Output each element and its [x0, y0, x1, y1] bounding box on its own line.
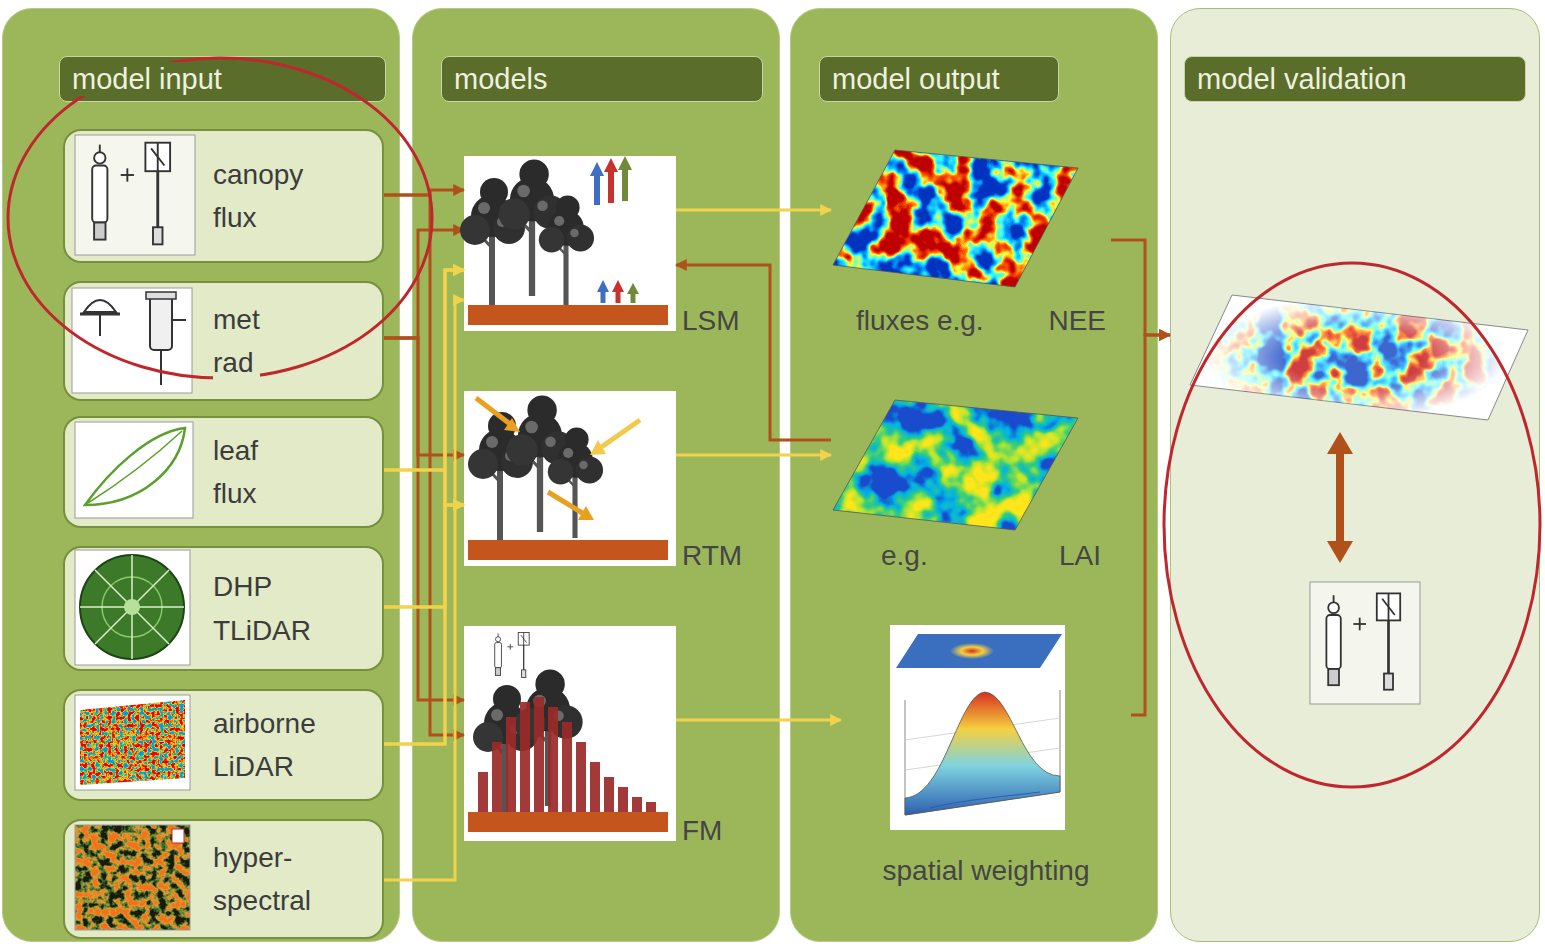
label-holder: RTM [682, 540, 742, 572]
column-title: models [454, 62, 548, 97]
column-title: model input [72, 62, 222, 97]
column-panel: model validation [1170, 8, 1540, 942]
output-map: fluxes e.g. NEE [831, 146, 1111, 341]
input-box: met rad [63, 281, 384, 401]
input-label: hyper- spectral [213, 836, 311, 923]
output-label: NEE [1048, 305, 1106, 337]
label-holder: LSM [682, 305, 740, 337]
column-panel: model output fluxes e.g. NEE e.g. LAI spatial… [790, 8, 1158, 942]
label-holder: FM [682, 815, 722, 847]
input-box: airborne LiDAR [63, 689, 384, 801]
output-label: spatial weighting [882, 855, 1089, 887]
header-bar: model validation [1184, 56, 1526, 102]
model-label: FM [682, 815, 722, 846]
output-label: e.g. [881, 540, 928, 572]
column-panel: modelsLSM RTM FM [412, 8, 780, 942]
input-box: hyper- spectral [63, 819, 384, 939]
label-row: fluxes e.g. NEE [831, 301, 1111, 341]
input-label: leaf flux [213, 429, 258, 516]
header-bar: model input [59, 56, 386, 102]
input-label: airborne LiDAR [213, 702, 316, 789]
column-panel: model input canopy flux met rad leaf fluxDH… [2, 8, 400, 942]
label-row: spatial weighting [841, 851, 1131, 891]
input-label: DHP TLiDAR [213, 565, 311, 652]
model-box: RTM [464, 391, 676, 566]
model-box: FM [464, 626, 676, 841]
model-box: LSM [464, 156, 676, 331]
output-label: fluxes e.g. [856, 305, 984, 337]
output-map: spatial weighting [841, 621, 1131, 891]
input-box: canopy flux [63, 129, 384, 263]
output-label: LAI [1059, 540, 1101, 572]
output-map: e.g. LAI [831, 396, 1111, 576]
column-title: model output [832, 62, 1000, 97]
label-row: e.g. LAI [831, 536, 1111, 576]
model-label: LSM [682, 305, 740, 336]
input-box: leaf flux [63, 416, 384, 528]
header-bar: models [441, 56, 763, 102]
column-title: model validation [1197, 62, 1407, 97]
input-label: met rad [213, 298, 260, 385]
input-label: canopy flux [213, 153, 303, 240]
model-label: RTM [682, 540, 742, 571]
input-box: DHP TLiDAR [63, 546, 384, 671]
header-bar: model output [819, 56, 1059, 102]
